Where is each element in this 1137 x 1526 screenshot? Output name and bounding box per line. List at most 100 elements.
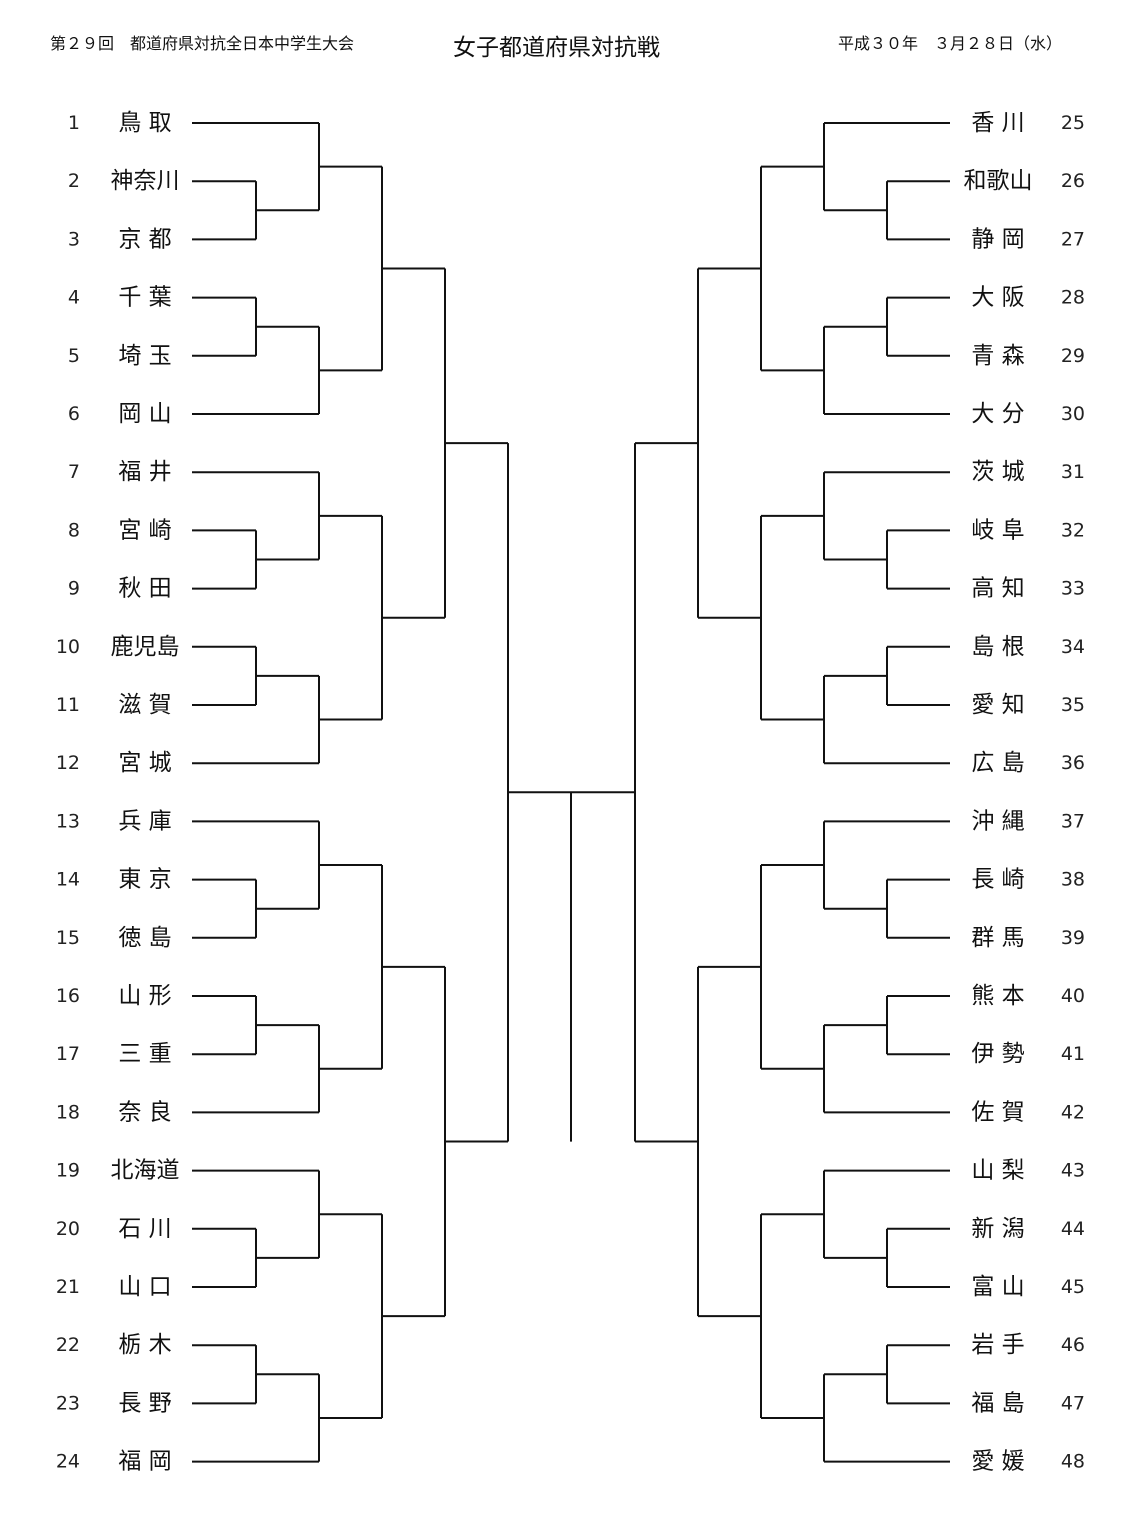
team-number: 44 <box>1061 1218 1085 1240</box>
team-name: 滋 賀 <box>118 692 171 718</box>
team-number: 12 <box>56 752 80 774</box>
team-name: 山 形 <box>118 983 171 1009</box>
team-number: 43 <box>1061 1160 1085 1182</box>
team-name: 宮 崎 <box>118 517 171 543</box>
team-number: 17 <box>56 1043 80 1065</box>
team-number: 38 <box>1061 869 1085 891</box>
team-number: 1 <box>68 112 80 134</box>
team-number: 20 <box>56 1218 80 1240</box>
team-name: 岐 阜 <box>971 517 1024 543</box>
team-name: 高 知 <box>971 576 1024 602</box>
team-number: 18 <box>56 1101 80 1123</box>
team-number: 14 <box>56 869 80 891</box>
team-number: 35 <box>1061 694 1085 716</box>
team-number: 48 <box>1061 1451 1085 1473</box>
team-name: 兵 庫 <box>118 808 171 834</box>
team-name: 福 井 <box>118 459 171 485</box>
team-name: 群 馬 <box>971 925 1024 951</box>
team-name: 福 岡 <box>118 1449 171 1475</box>
team-name: 神奈川 <box>111 168 180 194</box>
team-name: 静 岡 <box>971 226 1024 252</box>
team-number: 16 <box>56 985 80 1007</box>
team-name: 沖 縄 <box>971 808 1024 834</box>
team-name: 石 川 <box>118 1216 171 1242</box>
team-number: 24 <box>56 1451 80 1473</box>
team-number: 22 <box>56 1334 80 1356</box>
team-number: 31 <box>1061 461 1085 483</box>
team-number: 9 <box>68 578 80 600</box>
team-name: 長 野 <box>118 1390 171 1416</box>
team-number: 11 <box>56 694 80 716</box>
event-date: 平成３０年 ３月２８日（水） <box>838 34 1063 53</box>
team-number: 4 <box>68 287 80 309</box>
team-name: 山 口 <box>118 1274 171 1300</box>
team-number: 15 <box>56 927 80 949</box>
team-number: 40 <box>1061 985 1085 1007</box>
team-number: 41 <box>1061 1043 1085 1065</box>
team-name: 青 森 <box>971 343 1024 369</box>
team-labels: 1 鳥 取 2 神奈川 3 京 都 4 千 葉 5 埼 玉 6 岡 山 7 福 井 8 宮 崎 9 秋 田 10 鹿児… <box>56 110 1085 1475</box>
team-name: 愛 知 <box>971 692 1024 718</box>
team-number: 2 <box>68 170 80 192</box>
team-name: 香 川 <box>971 110 1024 136</box>
tournament-edition: 第２９回 都道府県対抗全日本中学生大会 <box>50 34 355 53</box>
team-number: 5 <box>68 345 80 367</box>
team-number: 36 <box>1061 752 1085 774</box>
team-number: 19 <box>56 1160 80 1182</box>
team-number: 8 <box>68 519 80 541</box>
team-name: 千 葉 <box>118 285 171 311</box>
team-number: 26 <box>1061 170 1085 192</box>
team-name: 佐 賀 <box>971 1099 1024 1125</box>
team-number: 7 <box>68 461 80 483</box>
team-name: 新 潟 <box>971 1216 1024 1242</box>
team-name: 京 都 <box>118 226 171 252</box>
team-name: 宮 城 <box>118 750 171 776</box>
team-name: 岩 手 <box>971 1332 1024 1358</box>
team-number: 45 <box>1061 1276 1085 1298</box>
bracket-lines <box>192 122 950 1463</box>
team-name: 大 阪 <box>971 285 1024 311</box>
team-number: 39 <box>1061 927 1085 949</box>
team-name: 広 島 <box>971 750 1024 776</box>
team-number: 47 <box>1061 1392 1085 1414</box>
team-name: 愛 媛 <box>971 1449 1024 1475</box>
team-number: 29 <box>1061 345 1085 367</box>
team-name: 鳥 取 <box>118 110 171 136</box>
team-number: 27 <box>1061 228 1085 250</box>
team-number: 37 <box>1061 810 1085 832</box>
team-name: 伊 勢 <box>971 1041 1024 1067</box>
team-name: 島 根 <box>971 634 1024 660</box>
team-number: 3 <box>68 228 80 250</box>
team-name: 徳 島 <box>118 925 171 951</box>
team-number: 28 <box>1061 287 1085 309</box>
team-name: 岡 山 <box>118 401 171 427</box>
team-name: 栃 木 <box>118 1332 171 1358</box>
team-name: 熊 本 <box>971 983 1024 1009</box>
team-name: 埼 玉 <box>118 343 171 369</box>
team-name: 長 崎 <box>971 867 1024 893</box>
team-name: 奈 良 <box>118 1099 171 1125</box>
team-number: 6 <box>68 403 80 425</box>
team-name: 北海道 <box>111 1158 180 1184</box>
team-number: 46 <box>1061 1334 1085 1356</box>
team-number: 13 <box>56 810 80 832</box>
team-name: 山 梨 <box>971 1158 1024 1184</box>
team-name: 東 京 <box>118 867 171 893</box>
team-number: 21 <box>56 1276 80 1298</box>
team-number: 34 <box>1061 636 1085 658</box>
team-number: 25 <box>1061 112 1085 134</box>
team-number: 10 <box>56 636 80 658</box>
team-name: 富 山 <box>971 1274 1024 1300</box>
team-number: 42 <box>1061 1101 1085 1123</box>
team-name: 茨 城 <box>971 459 1024 485</box>
team-name: 福 島 <box>971 1390 1024 1416</box>
team-number: 32 <box>1061 519 1085 541</box>
team-name: 大 分 <box>971 401 1024 427</box>
team-name: 鹿児島 <box>111 634 180 660</box>
page-title: 女子都道府県対抗戦 <box>453 35 660 61</box>
team-name: 三 重 <box>118 1041 171 1067</box>
team-number: 30 <box>1061 403 1085 425</box>
team-number: 33 <box>1061 578 1085 600</box>
team-name: 秋 田 <box>118 576 171 602</box>
